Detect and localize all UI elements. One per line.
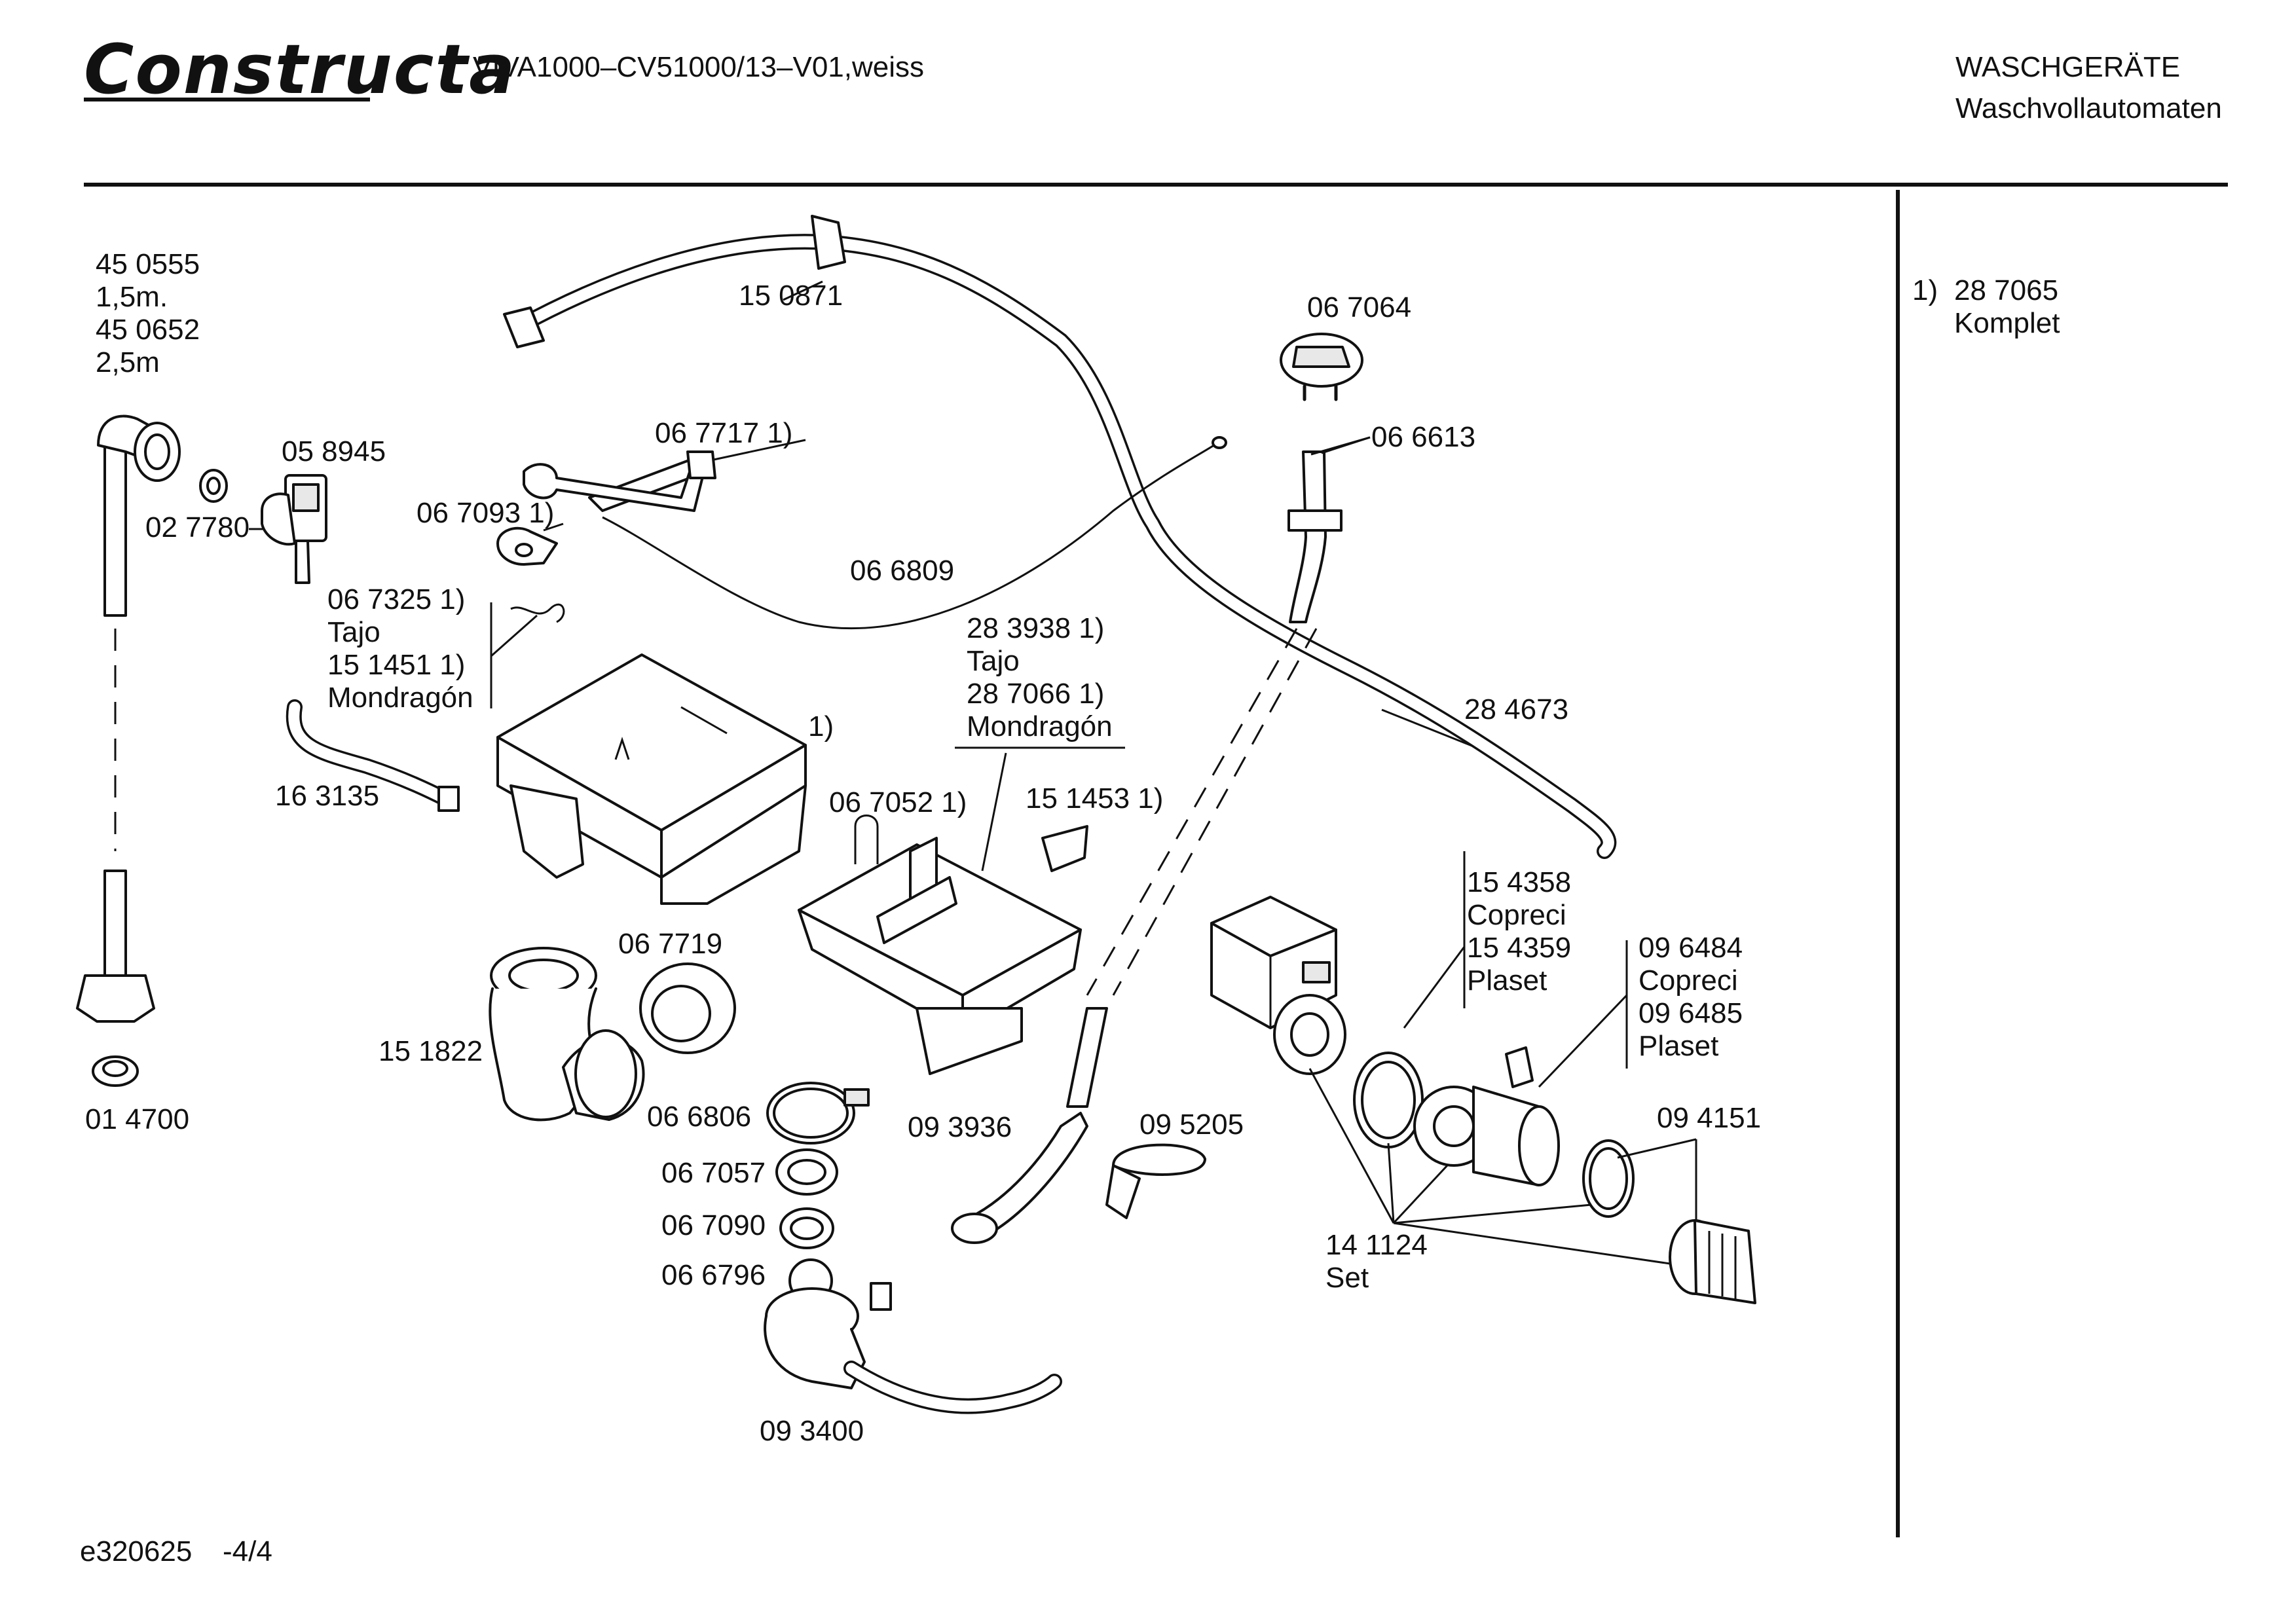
footer: e320625 -4/4 [80,1535,272,1567]
page-indicator: -4/4 [223,1535,272,1567]
filter-seal-part [1582,1139,1635,1218]
label-05-8945: 05 8945 [282,435,386,467]
label-15-4358: 15 4358 [1467,866,1571,898]
label-06-7719: 06 7719 [618,928,722,960]
inlet-hose-part [76,414,181,1023]
label-45-0555: 45 0555 [96,248,200,280]
label-16-3135: 16 3135 [275,780,379,812]
label-28-4673: 28 4673 [1464,693,1568,725]
dispenser-drawer-part [798,837,1082,1075]
label-06-6796: 06 6796 [661,1259,766,1291]
label-09-3936: 09 3936 [908,1111,1012,1143]
document-id: e320625 [80,1535,192,1567]
pressure-switch-part [1280,333,1363,401]
model-title: VIVA1000–CV51000/13–V01,weiss [473,51,924,83]
bypass-hose-part [286,699,460,812]
o-ring-part [766,1082,870,1145]
label-06-7090: 06 7090 [661,1209,766,1241]
label-09-3400: 09 3400 [760,1415,864,1447]
sealing-washer-part [92,1055,139,1087]
label-plaset-1: Plaset [1467,964,1547,997]
hose-clamp-part [1105,1143,1206,1219]
legend-note: Komplet [1954,307,2060,339]
label-plaset-2: Plaset [1639,1030,1718,1062]
drain-pump-part [1210,896,1346,1075]
bellows-part [489,947,645,1122]
spring-part [510,603,565,623]
label-09-6485: 09 6485 [1639,997,1743,1029]
label-06-7052: 06 7052 1) [829,786,967,818]
label-06-7325: 06 7325 1) [327,583,465,615]
sump-hose-part [764,1282,1062,1414]
cable-clip-part [496,526,558,566]
label-06-7057: 06 7057 [661,1157,766,1189]
label-tajo-1: Tajo [327,616,380,648]
top-hose-part [503,215,1617,859]
label-28-7066: 28 7066 1) [967,678,1104,710]
label-01-4700: 01 4700 [85,1103,189,1135]
label-marker-1: 1) [808,710,834,742]
label-mondragon-1: Mondragón [327,682,473,714]
label-14-1124: 14 1124 [1325,1229,1428,1261]
label-length-1-5m: 1,5m. [96,281,168,313]
pump-housing-part [1413,1046,1560,1186]
seal-ring-part [779,1207,834,1249]
label-15-1453: 15 1453 1) [1026,782,1163,815]
label-15-4359: 15 4359 [1467,932,1571,964]
label-length-2-5m: 2,5m [96,346,160,378]
label-06-6613: 06 6613 [1371,421,1475,453]
label-15-1451: 15 1451 1) [327,649,465,681]
label-set: Set [1325,1262,1369,1294]
label-mondragon-2: Mondragón [967,710,1113,742]
subcategory-title: Waschvollautomaten [1955,92,2222,124]
label-copreci-2: Copreci [1639,964,1738,997]
filter-strainer-part [199,469,228,503]
label-15-1822: 15 1822 [379,1035,483,1067]
legend: 1) 28 7065 Komplet [1912,274,2060,339]
legend-marker: 1) [1912,274,1938,306]
legend-part-number: 28 7065 [1954,274,2058,306]
lever-arm-part [523,450,716,512]
siphon-clip-part [854,815,879,864]
pressure-hose-part [1086,450,1342,996]
support-ring-part [775,1148,838,1196]
leader-lines [249,280,1697,1265]
label-28-3938: 28 3938 1) [967,612,1104,644]
category-title: WASCHGERÄTE [1955,51,2180,83]
label-copreci-1: Copreci [1467,899,1566,931]
filter-plug-part [1669,1219,1756,1304]
label-09-6484: 09 6484 [1639,932,1743,964]
header: Constructa VIVA1000–CV51000/13–V01,weiss… [84,29,2228,187]
label-06-7064: 06 7064 [1307,291,1411,323]
brand-logo-text: Constructa [84,29,516,109]
label-06-6806: 06 6806 [647,1101,751,1133]
label-06-7717: 06 7717 1) [655,417,792,449]
solenoid-valve-part [261,474,327,584]
label-06-6809: 06 6809 [850,555,954,587]
brand-logo: Constructa [84,29,516,109]
sleeve-seal-part [639,962,736,1054]
label-15-0871: 15 0871 [739,280,843,312]
drain-hose-part [951,1007,1108,1244]
label-tajo-2: Tajo [967,645,1020,677]
pump-seal-part [1353,1052,1424,1148]
label-45-0652: 45 0652 [96,314,200,346]
label-02-7780: 02 7780 [145,511,250,543]
detergent-housing-part [496,653,807,905]
label-09-4151: 09 4151 [1657,1102,1761,1134]
label-09-5205: 09 5205 [1139,1108,1244,1141]
label-06-7093: 06 7093 1) [417,497,554,529]
part-labels: 45 0555 1,5m. 45 0652 2,5m 15 0871 06 70… [85,248,1761,1447]
siphon-cap-part [1041,825,1088,872]
